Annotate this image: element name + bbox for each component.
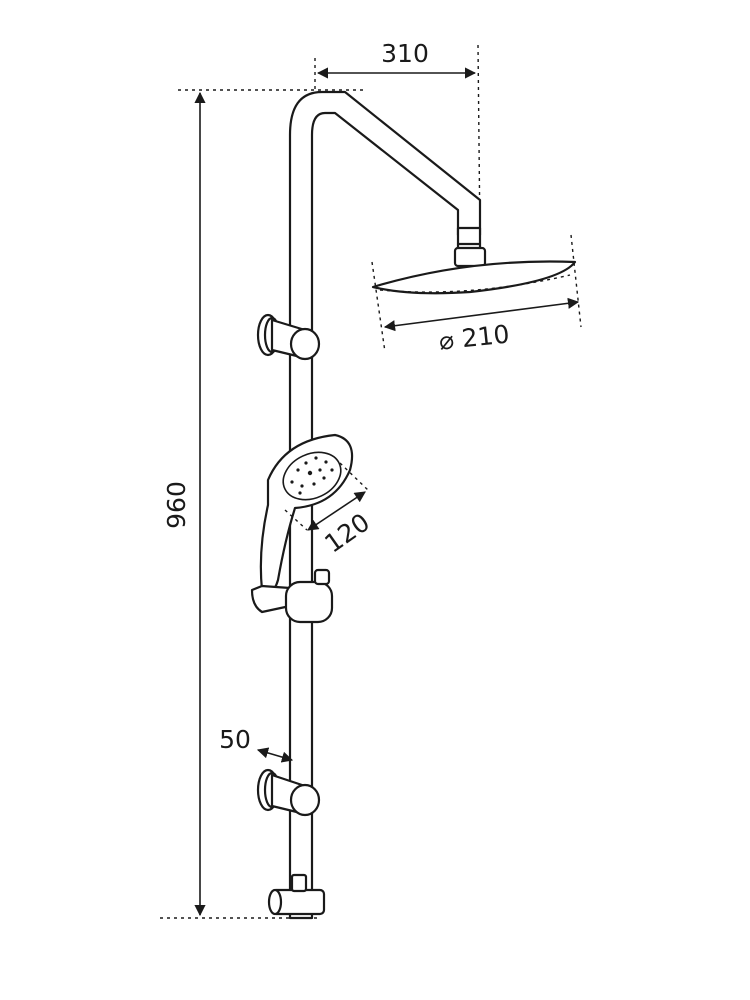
bottom-connector — [267, 873, 326, 916]
wall-distance-dimension: 50 — [219, 725, 294, 763]
lower-wall-bracket — [256, 768, 321, 817]
wall-distance-label: 50 — [219, 725, 251, 754]
head-diameter-label: ⌀ 210 — [437, 319, 510, 355]
head-shower: ⌀ 210 — [371, 226, 582, 356]
slider-holder — [250, 568, 334, 624]
hand-shower — [259, 433, 354, 595]
height-label: 960 — [162, 481, 191, 529]
arm-reach-label: 310 — [381, 39, 429, 68]
upper-wall-bracket — [256, 313, 321, 361]
hand-shower-label: 120 — [319, 507, 375, 558]
